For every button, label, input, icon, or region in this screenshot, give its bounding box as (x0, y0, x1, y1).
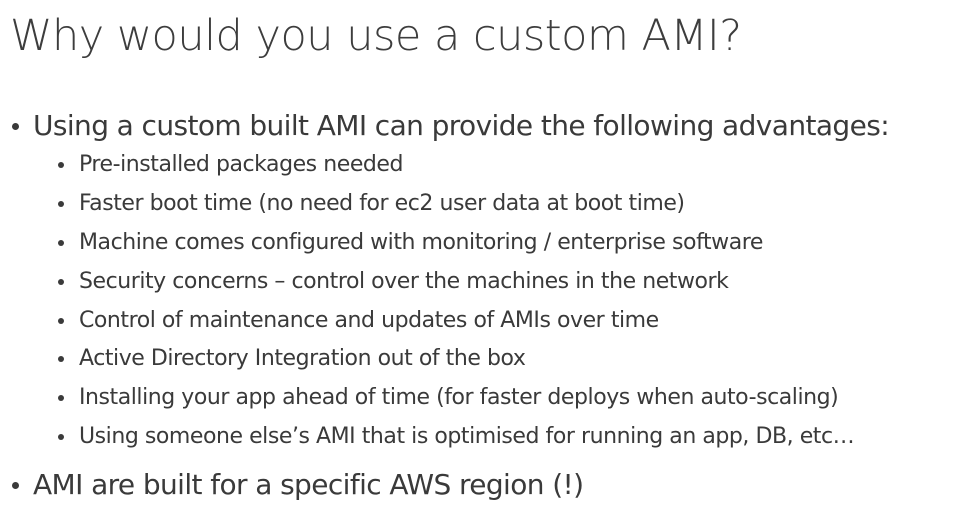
sub-bullet-item: Pre-installed packages needed (58, 150, 403, 180)
sub-bullet-text: Machine comes configured with monitoring… (79, 230, 763, 255)
sub-bullet-text: Active Directory Integration out of the … (79, 346, 526, 371)
sub-bullet-item: Security concerns – control over the mac… (58, 267, 729, 297)
sub-bullet-item: Faster boot time (no need for ec2 user d… (58, 189, 685, 219)
sub-bullet-dot-icon (58, 356, 64, 362)
sub-bullet-dot-icon (58, 162, 64, 168)
bullet-item: AMI are built for a specific AWS region … (12, 467, 584, 503)
sub-bullet-item: Using someone else’s AMI that is optimis… (58, 422, 855, 452)
sub-bullet-item: Installing your app ahead of time (for f… (58, 383, 839, 413)
sub-bullet-dot-icon (58, 279, 64, 285)
sub-bullet-dot-icon (58, 201, 64, 207)
sub-bullet-text: Pre-installed packages needed (79, 152, 404, 177)
sub-bullet-text: Faster boot time (no need for ec2 user d… (79, 191, 685, 216)
sub-bullet-dot-icon (58, 318, 64, 324)
sub-bullet-dot-icon (58, 434, 64, 440)
sub-bullet-text: Using someone else’s AMI that is optimis… (79, 424, 855, 449)
bullet-text: AMI are built for a specific AWS region … (33, 468, 584, 501)
sub-bullet-text: Security concerns – control over the mac… (79, 269, 729, 294)
sub-bullet-item: Control of maintenance and updates of AM… (58, 306, 659, 336)
bullet-dot-icon (12, 122, 19, 130)
bullet-dot-icon (12, 481, 19, 489)
bullet-text: Using a custom built AMI can provide the… (33, 109, 890, 142)
sub-bullet-text: Control of maintenance and updates of AM… (79, 308, 659, 333)
sub-bullet-item: Machine comes configured with monitoring… (58, 228, 763, 258)
sub-bullet-item: Active Directory Integration out of the … (58, 344, 526, 374)
sub-bullet-dot-icon (58, 395, 64, 401)
bullet-item: Using a custom built AMI can provide the… (12, 108, 890, 144)
sub-bullet-text: Installing your app ahead of time (for f… (79, 385, 839, 410)
sub-bullet-dot-icon (58, 240, 64, 246)
slide-title: Why would you use a custom AMI? (10, 11, 742, 61)
